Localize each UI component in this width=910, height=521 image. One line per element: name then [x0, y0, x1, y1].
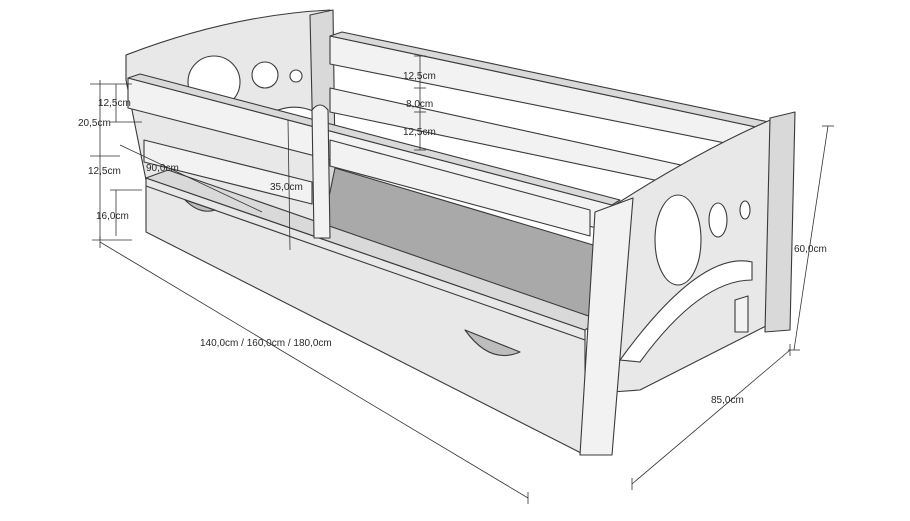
dim-front-left: 12,5cm 20,5cm 12,5cm 16,0cm: [78, 80, 142, 241]
dim-barrier-length-label: 90,0cm: [146, 163, 179, 174]
right-footboard-post: [579, 197, 634, 456]
dim-inner-depth: 35,0cm: [270, 119, 303, 251]
right-footboard-side: [764, 111, 796, 333]
back-rail-upper: [329, 35, 771, 153]
footboard-hole-medium: [708, 202, 728, 238]
dim-barrier: 90,0cm: [119, 144, 263, 213]
footboard-leg: [734, 295, 749, 333]
front-rail-top-edge: [127, 73, 621, 206]
drawer-seam: [145, 185, 586, 341]
front-rail-middle: [143, 139, 313, 205]
dim-height-label: 60,0cm: [794, 244, 827, 255]
footboard-hole-large: [654, 194, 702, 286]
front-rail-right-part: [329, 139, 591, 237]
footboard-hole-small: [739, 200, 751, 220]
dim-inner-depth-label: 35,0cm: [270, 182, 303, 193]
dim-height: 60,0cm: [788, 125, 834, 351]
guard-post: [311, 104, 331, 239]
dim-front-rail-span-label: 20,5cm: [78, 118, 111, 129]
dim-back-rail-bottom-label: 12,5cm: [403, 127, 436, 138]
dim-drawer-height-label: 16,0cm: [96, 211, 129, 222]
headboard-hole-medium: [251, 61, 279, 89]
drawer-handle-right: [464, 329, 521, 356]
dim-back-rail-gap-label: 8,0cm: [406, 99, 433, 110]
dim-back-rails: 12,5cm 8,0cm 12,5cm: [403, 55, 436, 151]
dim-front-rail-top-label: 12,5cm: [98, 98, 131, 109]
dim-length-label: 140,0cm / 160,0cm / 180,0cm: [200, 338, 332, 349]
footboard-wave: [618, 260, 753, 363]
dim-back-rail-top-label: 12,5cm: [403, 71, 436, 82]
headboard-hole-small: [289, 69, 303, 83]
dim-width-label: 85,0cm: [711, 395, 744, 406]
dim-front-rail-low-label: 12,5cm: [88, 166, 121, 177]
